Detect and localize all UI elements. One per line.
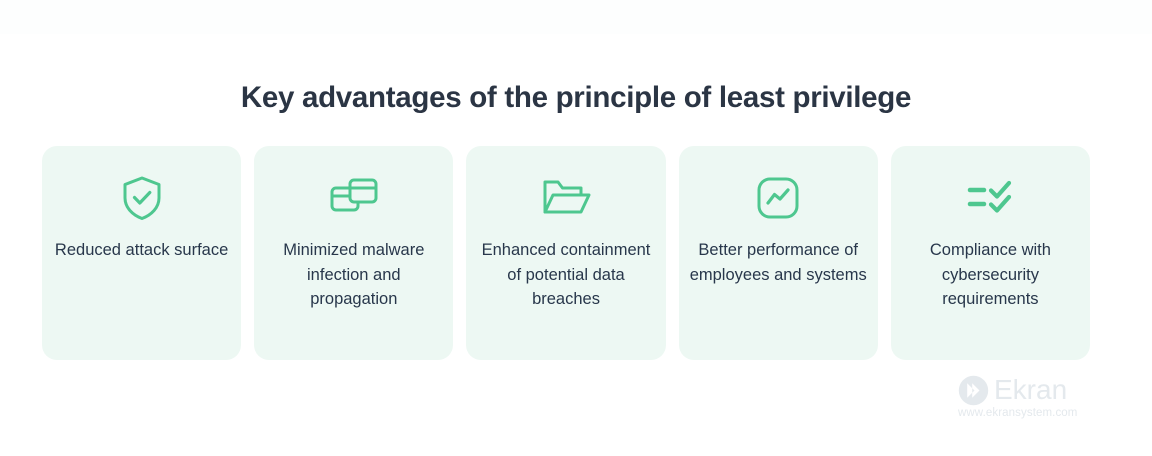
advantage-card-label: Minimized malware infection and propagat…	[283, 241, 425, 308]
ekran-chevron-circle-icon	[958, 375, 989, 406]
advantage-card-label: Compliance with cybersecurity requiremen…	[929, 241, 1051, 308]
performance-chart-icon	[752, 172, 804, 224]
top-strip	[0, 0, 1152, 34]
advantage-card-reduced-attack-surface: Reduced attack surface	[42, 146, 242, 360]
advantage-card-minimized-malware: Minimized malware infection and propagat…	[254, 146, 454, 360]
logo-url: www.ekransystem.com	[958, 407, 1078, 419]
advantages-card-list: Reduced attack surface Minimized malware…	[42, 146, 1091, 360]
advantage-card-better-performance: Better performance of employees and syst…	[678, 146, 878, 360]
page-title: Key advantages of the principle of least…	[240, 81, 912, 114]
shield-check-icon	[116, 172, 168, 224]
advantage-card-label: Reduced attack surface	[54, 241, 229, 259]
advantage-card-enhanced-containment: Enhanced containment of potential data b…	[466, 146, 666, 360]
ekran-logo: Ekran www.ekransystem.com	[958, 374, 1098, 424]
advantage-card-label: Better performance of employees and syst…	[689, 241, 867, 284]
overlapping-windows-icon	[328, 172, 380, 224]
advantage-card-label: Enhanced containment of potential data b…	[481, 241, 651, 308]
advantage-card-compliance: Compliance with cybersecurity requiremen…	[890, 146, 1091, 360]
logo-wordmark: Ekran	[994, 374, 1068, 405]
open-folder-icon	[540, 172, 592, 224]
checklist-icon	[964, 172, 1016, 224]
logo-row: Ekran	[958, 374, 1098, 406]
